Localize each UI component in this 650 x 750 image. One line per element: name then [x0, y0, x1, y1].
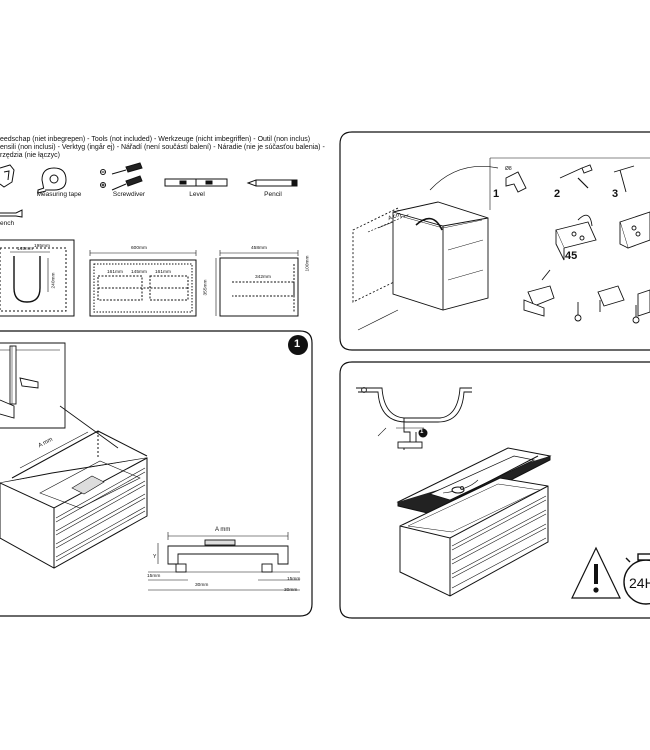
dim-240: 240mm — [51, 272, 57, 289]
hardware-panel — [339, 131, 650, 351]
screwdriver-icon — [100, 162, 143, 191]
measuring-tape-label: Measuring tape — [36, 191, 82, 198]
final-marker-number: 1 — [420, 429, 424, 435]
pencil-icon — [246, 179, 298, 187]
step1-a-mm-bracket: A mm — [215, 527, 231, 533]
dim-161-left: 161mm — [107, 270, 123, 275]
step1-y-label: Y — [153, 554, 157, 560]
wrench-icon — [0, 209, 23, 218]
final-panel — [339, 361, 650, 619]
step-marker-1 — [418, 428, 428, 438]
tools-icons — [0, 162, 298, 218]
tools-header-line2: ensili (non inclusi) - Verktyg (ingår ej… — [0, 144, 325, 151]
dim-355: 355mm — [203, 279, 209, 296]
step1-30mm-left: 30mm — [195, 583, 209, 588]
cabinet-dimension-views — [0, 239, 299, 317]
level-icon — [164, 178, 228, 187]
pencil-label: Pencil — [264, 191, 282, 198]
clamp-icon — [0, 164, 15, 188]
step1-badge — [288, 335, 308, 355]
dim-342: 342mm — [255, 275, 271, 280]
measuring-tape-icon — [37, 167, 67, 194]
level-label: Level — [189, 191, 205, 198]
dim-195: 195mm — [34, 244, 50, 249]
final-fluting — [451, 495, 547, 589]
hardware-step-2: 2 — [554, 188, 561, 200]
step1-30mm-right: 30mm — [284, 588, 298, 593]
screwdriver-label: Screwdiver — [112, 191, 146, 198]
hardware-step-3: 3 — [612, 188, 619, 200]
clock-24h-label: 24H — [629, 575, 650, 591]
hardware-step-1: 1 — [493, 188, 500, 200]
dim-600: 600mm — [131, 246, 147, 251]
tools-header-line3: rzędzia (nie łączyc) — [0, 152, 60, 159]
step1-15mm-right: 15mm — [287, 577, 301, 582]
tools-header-line1: eedschap (niet inbegrepen) - Tools (not … — [0, 136, 311, 143]
stopwatch-icon — [623, 553, 650, 605]
dim-100: 100mm — [305, 255, 311, 272]
step1-badge-number: 1 — [294, 338, 301, 350]
warning-icon — [571, 546, 621, 599]
dim-458: 458mm — [251, 246, 267, 251]
step1-15mm-left: 15mm — [147, 574, 161, 579]
hardware-step-45: 45 — [565, 250, 578, 262]
drill-diameter-label: Ø8 — [505, 166, 512, 172]
wrench-label: ench — [0, 220, 15, 227]
fluting-lines — [55, 467, 146, 562]
step1-panel — [0, 330, 313, 617]
dim-145-mid: 145mm — [131, 270, 147, 275]
dim-145-top: 145mm — [17, 247, 33, 252]
dim-161-right: 161mm — [155, 270, 171, 275]
